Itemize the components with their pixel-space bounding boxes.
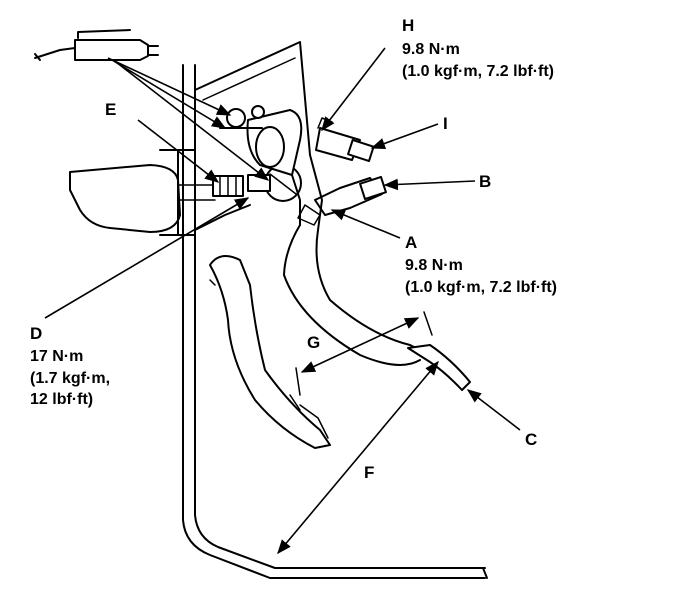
callout-leaders <box>44 47 521 431</box>
callout-h-torque-alt: (1.0 kgf·m, 7.2 lbf·ft) <box>402 63 554 80</box>
cruise-switch <box>315 117 375 163</box>
callout-e-letter: E <box>105 100 116 119</box>
dimension-f <box>277 360 439 555</box>
secondary-pedal <box>209 255 331 449</box>
grease-gun-icon: GREASE <box>34 29 159 61</box>
pedal-pivot <box>219 105 303 176</box>
callout-d-torque-alt-1: (1.7 kgf·m, <box>30 370 110 387</box>
callout-c-letter: C <box>525 430 537 449</box>
brake-light-switch <box>297 175 387 226</box>
callout-g-letter: G <box>307 333 320 352</box>
callout-b-letter: B <box>479 172 491 191</box>
callout-d-torque: 17 N·m <box>30 348 83 365</box>
callout-d-letter: D <box>30 324 42 343</box>
callout-h-letter: H <box>402 16 414 35</box>
callout-a-torque: 9.8 N·m <box>405 257 463 274</box>
callout-h-torque: 9.8 N·m <box>402 41 460 58</box>
callout-f-letter: F <box>364 463 374 482</box>
grease-tag: GREASE <box>84 45 130 57</box>
grease-leaders <box>107 57 270 181</box>
callout-a-letter: A <box>405 233 417 252</box>
callout-d-torque-alt-2: 12 lbf·ft) <box>30 391 93 408</box>
callout-a-torque-alt: (1.0 kgf·m, 7.2 lbf·ft) <box>405 279 557 296</box>
pedal-bracket <box>182 41 488 579</box>
callout-i-letter: I <box>443 114 448 133</box>
